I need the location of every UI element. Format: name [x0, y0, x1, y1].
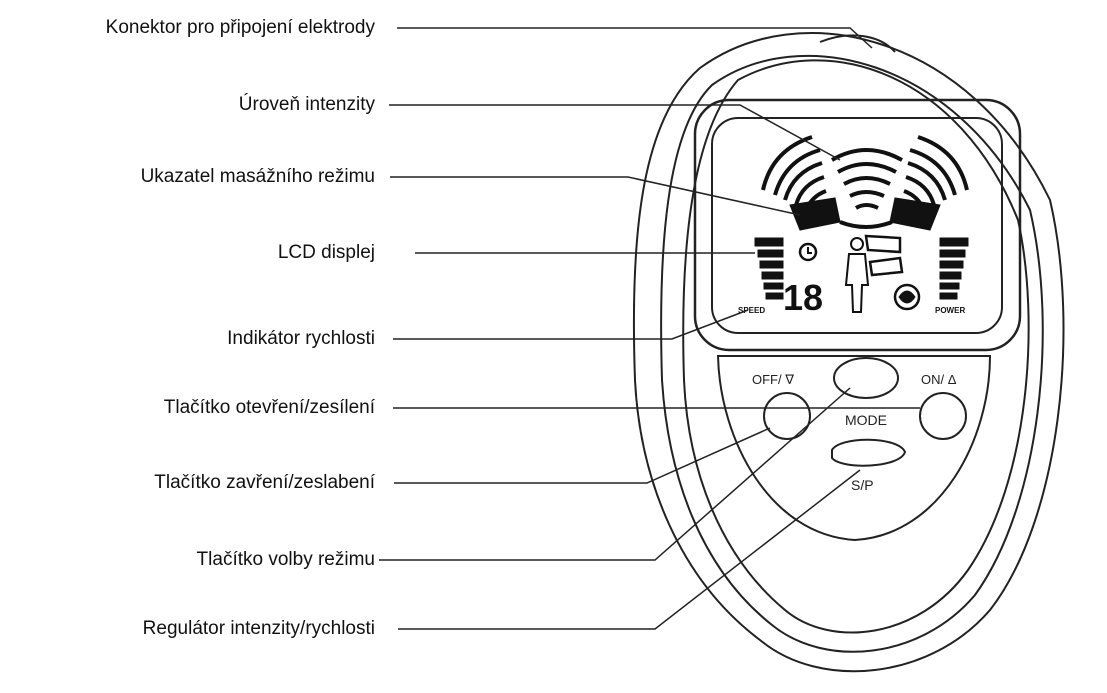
on-up-button[interactable]: [919, 392, 967, 440]
callout-on-up-button: Tlačítko otevření/zesílení: [163, 397, 375, 418]
leader-lines: [379, 27, 920, 630]
callout-off-down-button: Tlačítko zavření/zeslabení: [154, 472, 375, 493]
lcd-frame-inner: [711, 117, 1003, 334]
leader-electrode-connector: [397, 27, 873, 49]
leader-speed-indicator: [393, 309, 749, 340]
off-button-label: OFF/ ∇: [752, 372, 794, 387]
lcd-digits: 18: [783, 277, 823, 318]
power-label: POWER: [935, 306, 965, 315]
mode-button[interactable]: [833, 357, 899, 399]
lcd-frame-outer: [693, 98, 1022, 352]
device-body-edge: [682, 59, 1030, 634]
leader-intensity-speed-regulator: [398, 469, 861, 630]
callout-intensity-level: Úroveň intenzity: [238, 94, 375, 115]
callout-speed-indicator: Indikátor rychlosti: [227, 328, 375, 349]
sp-button-label: S/P: [851, 477, 874, 493]
device-outer-shell: [632, 32, 1065, 673]
callout-lcd-display: LCD displej: [277, 242, 375, 263]
leader-mode-button: [379, 387, 851, 561]
callout-mode-button: Tlačítko volby režimu: [196, 549, 375, 570]
callout-intensity-speed-regulator: Regulátor intenzity/rychlosti: [142, 618, 375, 639]
leader-off-down-button: [394, 427, 771, 484]
speed-label: SPEED: [738, 306, 765, 315]
leader-intensity-level: [389, 104, 841, 161]
device-inner-shell: [660, 54, 1044, 653]
leader-massage-mode-indicator: [390, 176, 801, 216]
on-button-label: ON/ Δ: [921, 372, 957, 387]
sp-button[interactable]: [831, 438, 907, 467]
button-panel: [716, 355, 992, 542]
callout-electrode-connector: Konektor pro připojení elektrody: [105, 17, 375, 38]
callout-massage-mode-indicator: Ukazatel masážního režimu: [140, 166, 375, 187]
lcd-content: [754, 135, 969, 313]
off-down-button[interactable]: [763, 392, 811, 440]
mode-button-label: MODE: [845, 412, 887, 428]
electrode-connector-bump: [819, 34, 896, 53]
